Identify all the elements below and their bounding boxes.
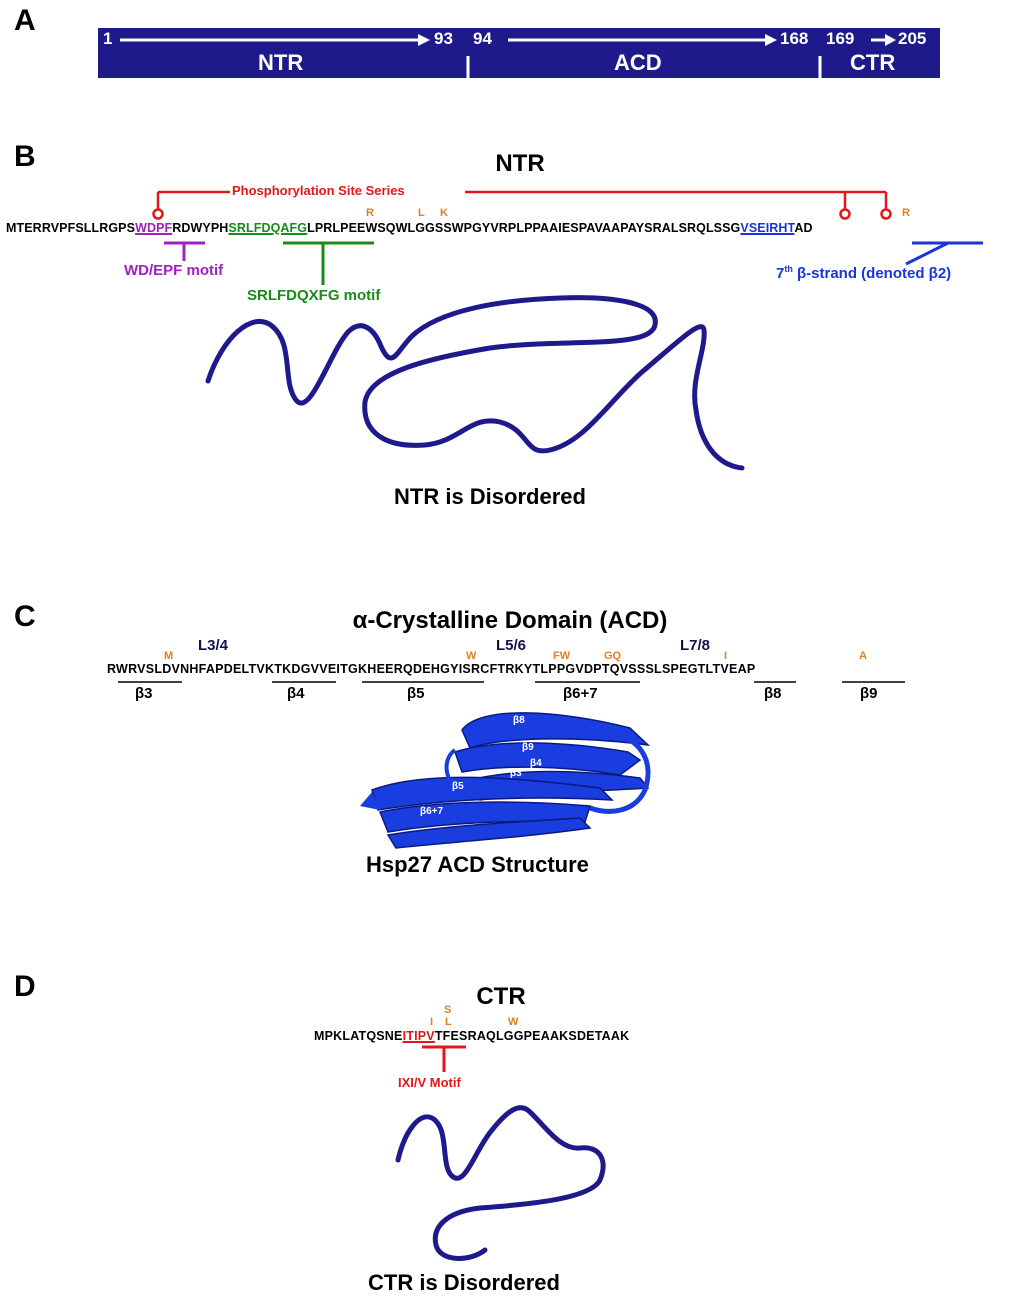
loop-l34: L3/4 (198, 637, 229, 654)
acd-region-label: ACD (614, 50, 662, 75)
ntr-sequence: MTERRVPFSLLRGPSWDPFRDWYPHSRLFDQAFGLPRLPE… (6, 221, 813, 235)
pos-94-label: 94 (473, 29, 492, 48)
panel-letter-d: D (14, 970, 36, 1003)
seq-segment: RDWYPH (172, 221, 229, 235)
ribbon-label-b8: β8 (513, 715, 525, 726)
pos-205-label: 205 (898, 29, 927, 48)
acd-title: α-Crystalline Domain (ACD) (352, 607, 668, 634)
acd-arrow (508, 34, 777, 46)
loop-l56: L5/6 (496, 637, 527, 654)
variant-l: L (445, 1016, 452, 1028)
pos-93-label: 93 (434, 29, 453, 48)
ctr-disordered-coil (395, 1105, 606, 1261)
variant-w: W (466, 650, 477, 662)
ixiv-motif-stem (422, 1045, 466, 1072)
strand-b67: β6+7 (563, 685, 598, 702)
variant-l1: L (418, 207, 425, 219)
strand-b4: β4 (287, 685, 305, 702)
acd-sequence: RWRVSLDVNHFAPDELTVKTKDGVVEITGKHEERQDEHGY… (107, 662, 756, 676)
variant-k1: K (440, 207, 448, 219)
acd-caption: Hsp27 ACD Structure (366, 852, 589, 877)
ntr-arrow (120, 34, 430, 46)
beta-strand-label: 7th β-strand (denoted β2) (776, 264, 951, 282)
ixiv-motif-label: IXI/V Motif (398, 1075, 461, 1090)
phospho-bracket (152, 190, 892, 220)
phospho-label: Phosphorylation Site Series (232, 183, 405, 198)
srlf-segment: SRLFDQAFG (228, 221, 308, 235)
variant-r1: R (366, 207, 374, 219)
variant-i: I (724, 650, 728, 662)
ctr-region-label: CTR (850, 50, 896, 75)
wdepf-motif-label: WD/EPF motif (124, 262, 224, 279)
ntr-disordered-coil (205, 295, 745, 471)
beta-strand-text: β-strand (denoted β2) (792, 265, 952, 282)
panel-letter-a: A (14, 4, 36, 37)
variant-s: S (444, 1004, 452, 1016)
ribbon-label-b3: β3 (510, 768, 522, 779)
strand-b3: β3 (135, 685, 153, 702)
variant-m: M (164, 650, 174, 662)
pos-168-label: 168 (780, 29, 809, 48)
variant-a: A (859, 650, 867, 662)
variant-r2: R (902, 207, 910, 219)
variant-gq: GQ (604, 650, 622, 662)
wdpf-segment: WDPF (135, 221, 173, 235)
seq-segment: LPRLPEEWSQWLGGSSWPGYVRPLPPAAIESPAVAAPAYS… (307, 221, 741, 235)
seq-segment: MTERRVPFSLLRGPS (6, 221, 136, 235)
panel-letter-b: B (14, 140, 36, 173)
variant-i-ctr: I (430, 1016, 434, 1028)
ribbon-label-b4: β4 (530, 758, 542, 769)
strand-b8: β8 (764, 685, 782, 702)
domain-bar (98, 28, 940, 78)
srlf-motif-label: SRLFDQXFG motif (247, 287, 381, 304)
panel-letter-c: C (14, 600, 36, 633)
strand-b9: β9 (860, 685, 878, 702)
ribbon-label-b67: β6+7 (420, 806, 444, 817)
pos-1-label: 1 (103, 29, 113, 48)
acd-ribbon-structure (360, 712, 651, 849)
variant-w-ctr: W (508, 1016, 519, 1028)
ribbon-label-b9: β9 (522, 742, 534, 753)
loop-l78: L7/8 (680, 637, 711, 654)
wdepf-motif-stem (164, 241, 205, 261)
strand-b5: β5 (407, 685, 425, 702)
beta-strand-suffix: th (784, 264, 793, 274)
seq-segment: AD (794, 221, 813, 235)
beta-strand-segment: VSEIRHT (740, 221, 795, 235)
pos-169-label: 169 (826, 29, 855, 48)
ntr-title: NTR (495, 150, 545, 177)
srlf-motif-stem (283, 241, 374, 285)
seq-segment: MPKLATQSNE (314, 1029, 403, 1043)
beta-strand-pointer (905, 241, 983, 266)
ctr-arrow (871, 34, 896, 46)
ctr-caption: CTR is Disordered (368, 1270, 560, 1295)
ctr-sequence: MPKLATQSNEITIPVTFESRAQLGGPEAAKSDETAAK (314, 1029, 629, 1043)
ctr-title: CTR (476, 983, 526, 1010)
ribbon-label-b5: β5 (452, 781, 464, 792)
beta-strand-number: 7 (776, 265, 785, 282)
ntr-region-label: NTR (258, 50, 304, 75)
ntr-caption: NTR is Disordered (394, 484, 586, 509)
seq-segment: TFESRAQLGGPEAAKSDETAAK (434, 1029, 630, 1043)
variant-fw: FW (553, 650, 571, 662)
ixiv-segment: ITIPV (402, 1029, 435, 1043)
